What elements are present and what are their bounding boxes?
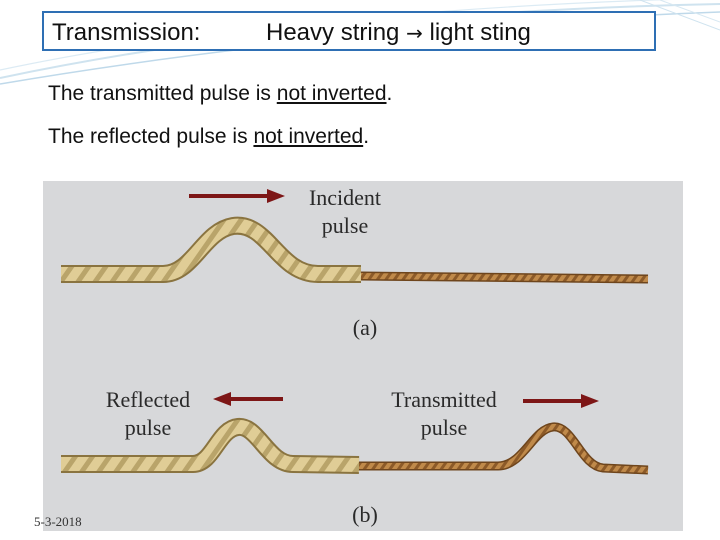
statement-suffix: . bbox=[386, 82, 393, 105]
transmitted-arrow bbox=[523, 394, 599, 408]
reflected-arrow bbox=[213, 392, 283, 406]
title-direction: Heavy string → light sting bbox=[266, 19, 531, 47]
right-arrow-icon: → bbox=[406, 21, 423, 45]
caption-b: (b) bbox=[352, 502, 378, 527]
pulse-figure: Incident pulse (a) Reflected pulse Trans… bbox=[43, 181, 683, 531]
incident-arrow bbox=[189, 189, 285, 203]
title-label: Transmission: bbox=[52, 19, 201, 46]
transmitted-pulse-label: Transmitted pulse bbox=[391, 387, 497, 440]
statement-text: The reflected pulse is bbox=[48, 125, 254, 148]
reflected-statement: The reflected pulse is not inverted. bbox=[48, 125, 369, 149]
title-from: Heavy string bbox=[266, 19, 400, 46]
incident-pulse-label: Incident pulse bbox=[308, 185, 382, 238]
statement-emphasis: not inverted bbox=[253, 125, 364, 148]
statement-suffix: . bbox=[363, 125, 370, 148]
slide-date: 5-3-2018 bbox=[34, 514, 82, 529]
reflected-pulse-label: Reflected pulse bbox=[105, 387, 191, 440]
rope-illustration bbox=[61, 189, 649, 475]
transmitted-statement: The transmitted pulse is not inverted. bbox=[48, 82, 392, 106]
caption-a: (a) bbox=[352, 315, 378, 340]
slide-title: Transmission: Heavy string → light sting bbox=[42, 11, 656, 51]
title-to: light sting bbox=[429, 19, 531, 46]
statement-emphasis: not inverted bbox=[276, 82, 387, 105]
statement-text: The transmitted pulse is bbox=[48, 82, 277, 105]
